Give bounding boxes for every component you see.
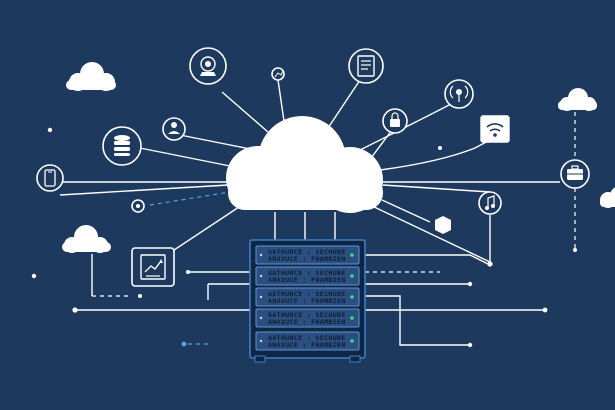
server-unit-label: GATHURCE : SECHUBE bbox=[268, 311, 346, 319]
document-icon bbox=[348, 48, 384, 84]
server-unit: GATHURCE : SECHUBE ANAVUCE : FNAMBIEN bbox=[255, 287, 360, 307]
server-unit: GATHURCE : SECHUBE ANAVUCE : FNAMBIEN bbox=[255, 266, 360, 286]
connection-lines bbox=[59, 77, 576, 346]
server-unit-label: ANAVUCE : FNAMBIEN bbox=[268, 297, 346, 305]
server-unit-label: ANAVUCE : FNAMBIEN bbox=[268, 276, 346, 284]
dot bbox=[31, 273, 37, 279]
cloud-icon bbox=[66, 62, 116, 91]
cloud-icon bbox=[600, 187, 615, 208]
music-icon bbox=[478, 191, 502, 215]
dot bbox=[47, 127, 53, 133]
server-unit-label: GATHURCE : SECHUBE bbox=[268, 269, 346, 277]
server-unit-label: ANAVUCE : FNAMBIEN bbox=[268, 318, 346, 326]
server-unit: GATHURCE : SECHUBE ANAVUCE : FNAMBIEN bbox=[255, 331, 360, 351]
central-cloud-icon bbox=[226, 116, 383, 213]
user-icon bbox=[162, 117, 186, 141]
dot bbox=[573, 248, 577, 252]
server-unit-label: GATHURCE : SECHUBE bbox=[268, 248, 346, 256]
wifi-icon bbox=[480, 115, 510, 143]
dot bbox=[542, 307, 548, 313]
lock-icon bbox=[382, 108, 408, 134]
analytics-icon bbox=[131, 247, 175, 287]
antenna-icon bbox=[444, 79, 474, 109]
connector-dots bbox=[31, 127, 577, 348]
dot bbox=[72, 307, 78, 313]
server-rack-icon: GATHURCE : SECHUBE ANAVUCE : FNAMBIEN GA… bbox=[249, 239, 366, 363]
server-unit: GATHURCE : SECHUBE ANAVUCE : FNAMBIEN bbox=[255, 245, 360, 265]
dot bbox=[186, 270, 190, 274]
server-unit-label: ANAVUCE : FNAMBIEN bbox=[268, 255, 346, 263]
gear-icon bbox=[131, 199, 145, 213]
dot bbox=[467, 281, 473, 287]
cloud-icon bbox=[62, 225, 111, 253]
database-icon bbox=[102, 126, 142, 166]
dot bbox=[181, 341, 187, 347]
dot bbox=[467, 342, 473, 348]
server-unit-label: GATHURCE : SECHUBE bbox=[268, 290, 346, 298]
dot bbox=[487, 261, 493, 267]
webcam-icon bbox=[189, 47, 227, 85]
chart-icon bbox=[271, 67, 285, 81]
server-unit-label: GATHURCE : SECHUBE bbox=[268, 334, 346, 342]
mobile-icon bbox=[36, 164, 64, 192]
dot bbox=[438, 146, 442, 150]
server-unit-label: ANAVUCE : FNAMBIEN bbox=[268, 341, 346, 349]
server-unit: GATHURCE : SECHUBE ANAVUCE : FNAMBIEN bbox=[255, 308, 360, 328]
briefcase-icon bbox=[560, 159, 590, 189]
hexagon-icon bbox=[435, 216, 451, 234]
cloud-icon bbox=[558, 88, 597, 111]
dot bbox=[138, 294, 142, 298]
